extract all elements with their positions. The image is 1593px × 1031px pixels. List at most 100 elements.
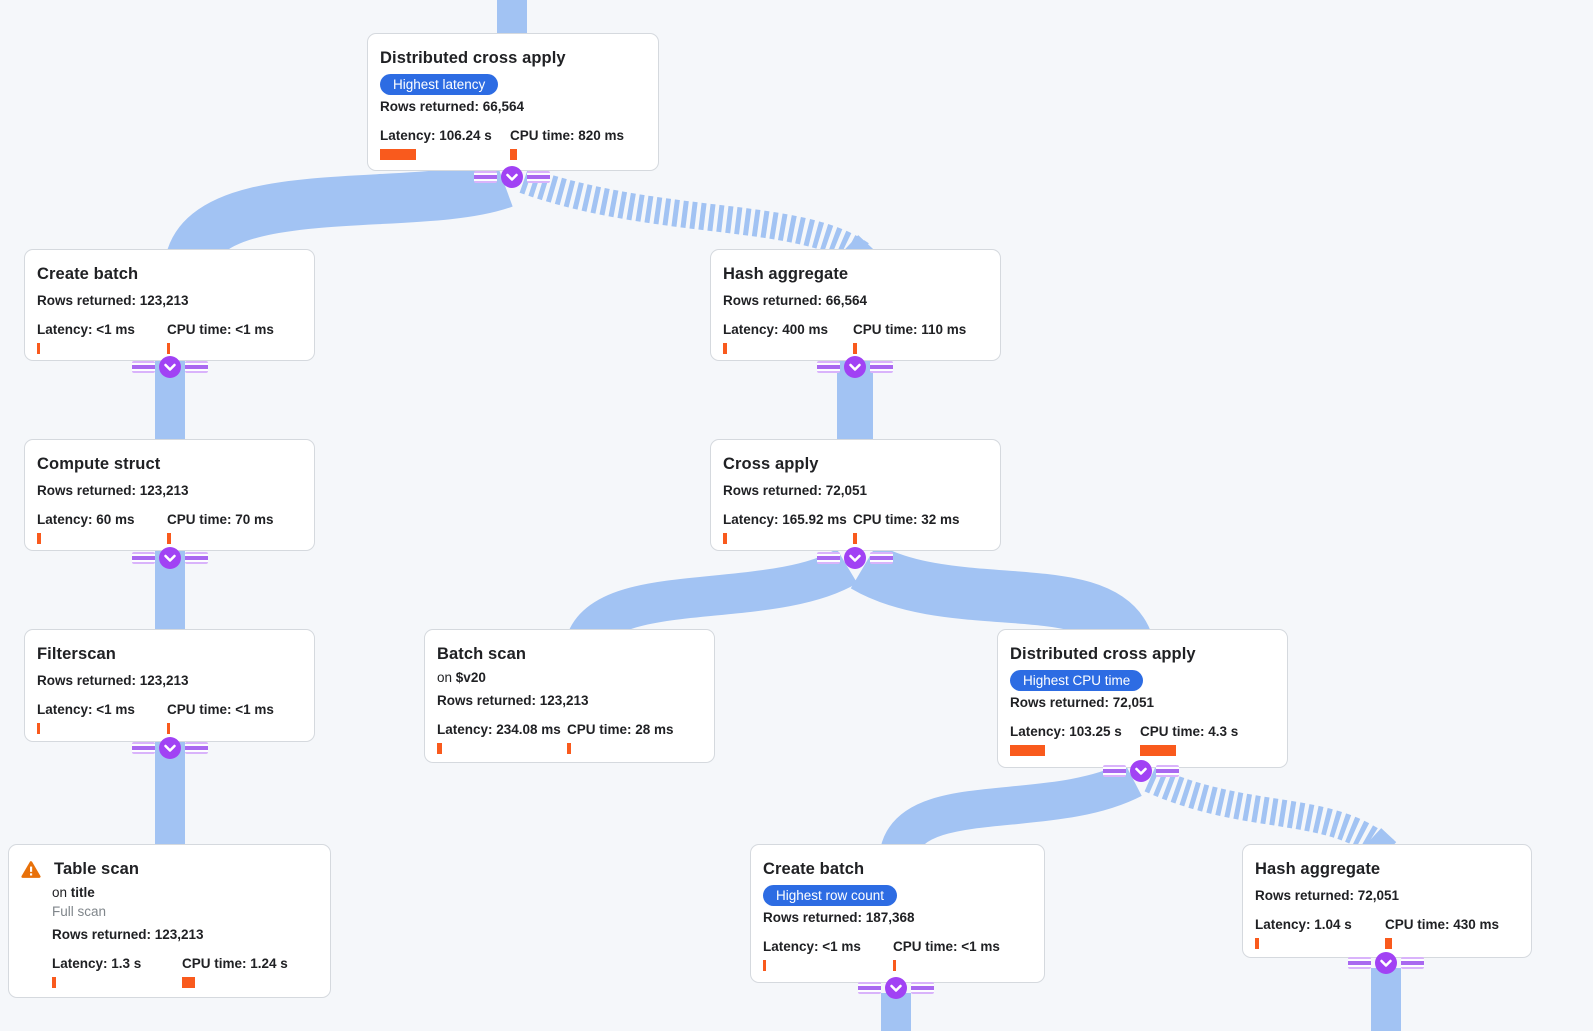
cpu-bar [893, 960, 896, 971]
node-card-hash-aggregate-top[interactable]: Hash aggregate Rows returned: 66,564 Lat… [710, 249, 1001, 361]
node-card-create-batch-left[interactable]: Create batch Rows returned: 123,213 Late… [24, 249, 315, 361]
highest-cpu-time-badge: Highest CPU time [1010, 670, 1144, 691]
node-title: Hash aggregate [1255, 860, 1381, 878]
node-card-compute-struct[interactable]: Compute struct Rows returned: 123,213 La… [24, 439, 315, 551]
collapsed-children-lines [185, 361, 208, 373]
node-card-create-batch-bottom[interactable]: Create batch Highest row count Rows retu… [750, 844, 1045, 983]
node-title: Filterscan [37, 645, 116, 663]
latency-metric: Latency: <1 ms [37, 322, 167, 354]
cpu-bar [1385, 938, 1392, 949]
cpu-metric: CPU time: 110 ms [853, 322, 966, 354]
chevron-down-icon [844, 547, 866, 569]
node-card-cross-apply[interactable]: Cross apply Rows returned: 72,051 Latenc… [710, 439, 1001, 551]
chevron-down-icon [159, 547, 181, 569]
collapsed-children-lines [817, 552, 840, 564]
latency-metric: Latency: 1.04 s [1255, 917, 1385, 949]
highest-row-count-badge: Highest row count [763, 885, 898, 906]
node-card-distributed-cross-apply-root[interactable]: Distributed cross apply Highest latency … [367, 33, 659, 171]
flow-edge-crossapply-to-batchscan [565, 548, 858, 653]
node-card-table-scan[interactable]: Table scan on title Full scan Rows retur… [8, 844, 331, 998]
collapsed-children-lines [1401, 957, 1424, 969]
collapsed-children-lines [474, 171, 497, 183]
cpu-bar [567, 743, 571, 754]
latency-metric: Latency: 103.25 s [1010, 724, 1140, 756]
node-title: Distributed cross apply [380, 49, 566, 67]
latency-bar [763, 960, 766, 971]
flow-edge-root-to-hashagg-striped [519, 167, 870, 267]
cpu-bar [167, 343, 170, 354]
expand-node-icon[interactable] [474, 166, 550, 188]
latency-metric: Latency: <1 ms [763, 939, 893, 971]
on-prefix: on [52, 885, 68, 900]
latency-metric: Latency: <1 ms [37, 702, 167, 734]
node-title: Batch scan [437, 645, 527, 663]
latency-bar [1010, 745, 1045, 756]
node-card-hash-aggregate-bottom[interactable]: Hash aggregate Rows returned: 72,051 Lat… [1242, 844, 1532, 958]
rows-returned: Rows returned: 123,213 [37, 673, 189, 688]
collapsed-children-lines [870, 552, 893, 564]
collapsed-children-lines [1103, 765, 1126, 777]
expand-node-icon[interactable] [132, 547, 208, 569]
scan-target: on title [52, 885, 318, 900]
latency-bar [1255, 938, 1259, 949]
expand-node-icon[interactable] [1348, 952, 1424, 974]
latency-metric: Latency: 165.92 ms [723, 512, 853, 544]
latency-metric: Latency: 60 ms [37, 512, 167, 544]
expand-node-icon[interactable] [132, 356, 208, 378]
chevron-down-icon [159, 356, 181, 378]
rows-returned: Rows returned: 123,213 [437, 693, 589, 708]
flow-edge-createbatch-bottom-out [881, 993, 911, 1031]
expand-node-icon[interactable] [132, 737, 208, 759]
collapsed-children-lines [870, 361, 893, 373]
node-title: Cross apply [723, 455, 819, 473]
rows-returned: Rows returned: 72,051 [723, 483, 868, 498]
collapsed-children-lines [185, 742, 208, 754]
rows-returned: Rows returned: 123,213 [37, 293, 189, 308]
rows-returned: Rows returned: 66,564 [380, 99, 525, 114]
node-title: Hash aggregate [723, 265, 849, 283]
flow-edge-dca2-to-createbatch [880, 761, 1142, 859]
collapsed-children-lines [527, 171, 550, 183]
flow-edge-hashagg-bottom-out [1371, 968, 1401, 1031]
node-card-filterscan[interactable]: Filterscan Rows returned: 123,213 Latenc… [24, 629, 315, 742]
node-card-distributed-cross-apply-2[interactable]: Distributed cross apply Highest CPU time… [997, 629, 1288, 768]
latency-metric: Latency: 106.24 s [380, 128, 510, 160]
expand-node-icon[interactable] [858, 977, 934, 999]
expand-node-icon[interactable] [1103, 760, 1179, 782]
warning-icon [21, 861, 41, 878]
chevron-down-icon [1130, 760, 1152, 782]
chevron-down-icon [1375, 952, 1397, 974]
scan-target: on $v20 [437, 670, 702, 685]
rows-returned: Rows returned: 72,051 [1010, 695, 1155, 710]
cpu-metric: CPU time: 820 ms [510, 128, 624, 160]
flow-edge-crossapply-to-dca2 [850, 543, 1153, 656]
node-title: Create batch [763, 860, 865, 878]
cpu-metric: CPU time: <1 ms [893, 939, 1000, 971]
cpu-metric: CPU time: 430 ms [1385, 917, 1499, 949]
expand-node-icon[interactable] [817, 547, 893, 569]
cpu-bar [510, 149, 517, 160]
full-scan-note: Full scan [52, 904, 107, 919]
latency-metric: Latency: 234.08 ms [437, 722, 567, 754]
latency-bar [37, 533, 41, 544]
collapsed-children-lines [185, 552, 208, 564]
expand-node-icon[interactable] [817, 356, 893, 378]
latency-bar [723, 533, 727, 544]
flow-edge-top-into-root [497, 0, 527, 36]
on-target: $v20 [455, 670, 486, 685]
flow-edge-root-to-createbatch [165, 159, 513, 271]
chevron-down-icon [885, 977, 907, 999]
cpu-metric: CPU time: <1 ms [167, 322, 274, 354]
latency-bar [37, 723, 40, 734]
node-card-batch-scan[interactable]: Batch scan on $v20 Rows returned: 123,21… [424, 629, 715, 763]
cpu-bar [853, 533, 857, 544]
cpu-metric: CPU time: 4.3 s [1140, 724, 1238, 756]
latency-metric: Latency: 1.3 s [52, 956, 182, 988]
rows-returned: Rows returned: 187,368 [763, 910, 915, 925]
node-title: Create batch [37, 265, 139, 283]
collapsed-children-lines [1348, 957, 1371, 969]
on-target: title [70, 885, 95, 900]
collapsed-children-lines [132, 361, 155, 373]
collapsed-children-lines [132, 742, 155, 754]
